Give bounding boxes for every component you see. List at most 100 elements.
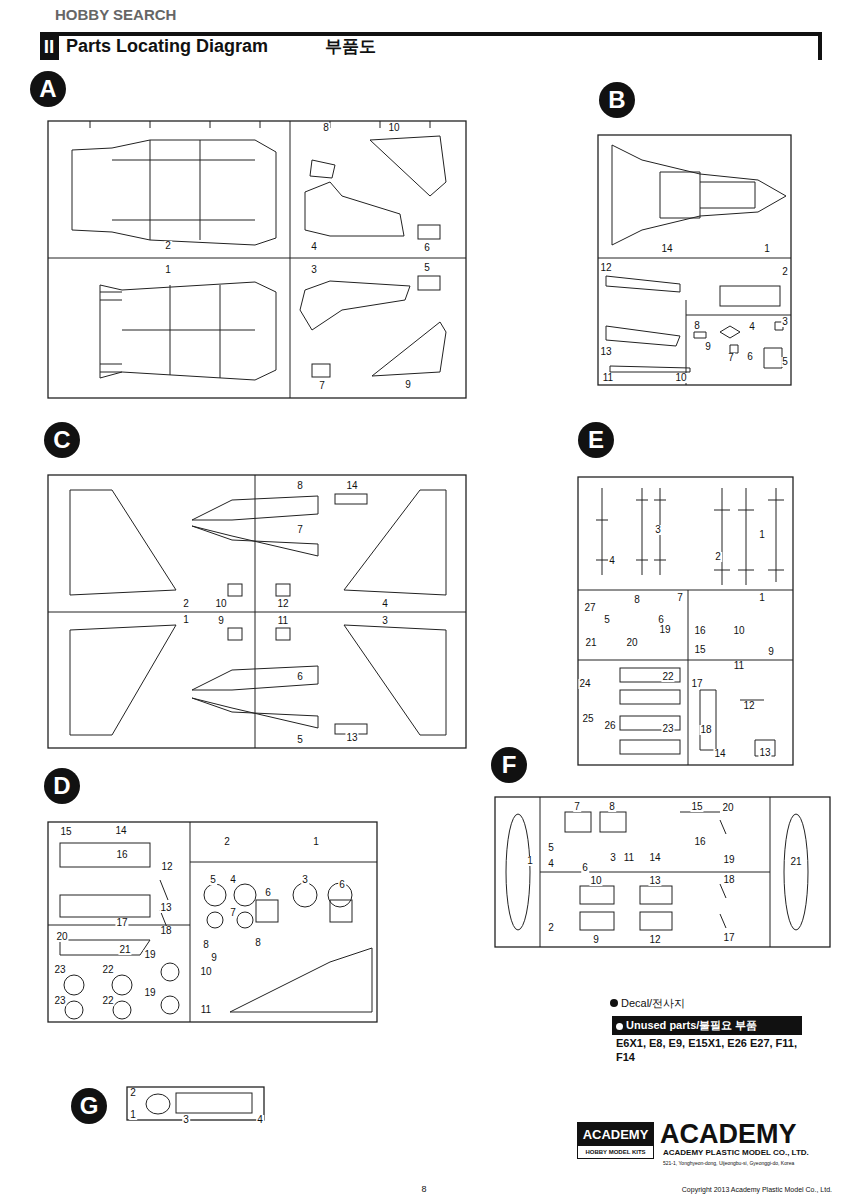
callout-number: 2 xyxy=(547,923,555,933)
callout-number: 2 xyxy=(164,241,172,251)
callout-number: 15 xyxy=(690,802,703,812)
callout-number: 14 xyxy=(660,244,673,254)
callout-number: 14 xyxy=(713,749,726,759)
callout-number: 9 xyxy=(210,953,218,963)
callout-number: 11 xyxy=(733,661,745,671)
label-text: 부품도 xyxy=(325,38,376,55)
callout-number: 22 xyxy=(101,965,114,975)
callout-number: 6 xyxy=(338,880,346,890)
callout-number: 10 xyxy=(387,123,400,133)
callout-number: 8 xyxy=(296,481,304,491)
callout-number: 9 xyxy=(767,647,775,657)
callout-number: 10 xyxy=(199,967,212,977)
callout-number: 6 xyxy=(264,888,272,898)
callout-number: 12 xyxy=(276,599,289,609)
callout-number: 17 xyxy=(115,918,128,928)
callout-number: 1 xyxy=(164,265,172,275)
callout-number: 21 xyxy=(789,857,802,867)
callout-number: 1 xyxy=(526,856,534,866)
callout-number: 5 xyxy=(547,843,555,853)
sprue-letter: B xyxy=(599,82,635,118)
brand-name: ACADEMY xyxy=(578,1123,653,1146)
callout-number: 3 xyxy=(381,616,389,626)
callout-number: 10 xyxy=(589,876,602,886)
callout-number: 13 xyxy=(648,876,661,886)
sprue-letter-text: F xyxy=(502,751,517,779)
callout-number: 10 xyxy=(732,626,745,636)
callout-number: 11 xyxy=(602,373,614,383)
callout-number: 13 xyxy=(345,733,358,743)
callout-number: 2 xyxy=(781,267,789,277)
callout-number: 3 xyxy=(182,1115,190,1125)
callout-number: 8 xyxy=(254,938,262,948)
callout-number: 13 xyxy=(758,748,771,758)
callout-number: 1 xyxy=(312,837,320,847)
callout-number: 18 xyxy=(699,725,712,735)
callout-number: 11 xyxy=(277,616,289,626)
callout-number: 7 xyxy=(229,908,237,918)
unused-parts-heading: Unused parts/불필요 부품 xyxy=(626,1019,757,1031)
callout-number: 15 xyxy=(59,827,72,837)
callout-number: 27 xyxy=(583,603,596,613)
sprue-letter-text: E xyxy=(588,426,604,454)
callout-number: 16 xyxy=(115,850,128,860)
callout-number: 11 xyxy=(623,853,635,863)
callout-number: 15 xyxy=(693,645,706,655)
brand-tagline: HOBBY MODEL KITS xyxy=(578,1146,653,1158)
callout-number: 16 xyxy=(693,837,706,847)
callout-number: 4 xyxy=(256,1115,264,1125)
callout-number: 13 xyxy=(159,903,172,913)
callout-number: 7 xyxy=(573,802,581,812)
callout-number: 12 xyxy=(648,935,661,945)
sprue-letter-text: B xyxy=(608,86,625,114)
callout-number: 1 xyxy=(758,530,766,540)
callout-number: 5 xyxy=(296,735,304,745)
callout-number: 24 xyxy=(578,679,591,689)
callout-number: 7 xyxy=(296,525,304,535)
callout-number: 4 xyxy=(229,875,237,885)
callout-number: 5 xyxy=(423,263,431,273)
callout-number: 21 xyxy=(584,638,597,648)
callout-number: 12 xyxy=(599,263,612,273)
callout-number: 1 xyxy=(763,244,771,254)
callout-number: 3 xyxy=(310,265,318,275)
callout-number: 11 xyxy=(200,1005,212,1015)
callout-number: 1 xyxy=(758,593,766,603)
callout-number: 23 xyxy=(661,724,674,734)
callout-number: 8 xyxy=(322,123,330,133)
callout-number: 26 xyxy=(603,721,616,731)
callout-number: 18 xyxy=(159,926,172,936)
callout-number: 2 xyxy=(223,837,231,847)
label-text: II xyxy=(44,37,55,56)
callout-number: 3 xyxy=(654,525,662,535)
callout-number: 6 xyxy=(746,352,754,362)
callout-number: 4 xyxy=(547,859,555,869)
callout-number: 20 xyxy=(721,803,734,813)
sprue-letter: A xyxy=(30,71,66,107)
callout-number: 17 xyxy=(690,679,703,689)
callout-number: 7 xyxy=(727,353,735,363)
callout-number: 19 xyxy=(722,855,735,865)
callout-number: 10 xyxy=(674,373,687,383)
sprue-letter: F xyxy=(491,747,527,783)
callout-number: 3 xyxy=(609,853,617,863)
label-text: ACADEMY xyxy=(660,1121,797,1148)
callout-number: 9 xyxy=(592,935,600,945)
callout-number: 9 xyxy=(404,380,412,390)
callout-number: 12 xyxy=(742,701,755,711)
unused-parts-box: Unused parts/불필요 부품E6X1, E8, E9, E15X1, … xyxy=(612,1016,802,1067)
callout-number: 8 xyxy=(693,321,701,331)
callout-number: 13 xyxy=(599,347,612,357)
sprue-letter-text: A xyxy=(39,75,56,103)
callout-number: 9 xyxy=(217,616,225,626)
callout-number: 20 xyxy=(625,638,638,648)
callout-number: 19 xyxy=(658,625,671,635)
callout-number: 1 xyxy=(182,615,190,625)
label-text: Copyright 2013 Academy Plastic Model Co.… xyxy=(682,1186,832,1193)
sprue-letter: C xyxy=(44,422,80,458)
callout-number: 8 xyxy=(633,595,641,605)
callout-number: 19 xyxy=(143,950,156,960)
label-text: ACADEMY PLASTIC MODEL CO., LTD. xyxy=(663,1149,809,1157)
callout-number: 6 xyxy=(581,863,589,873)
callout-number: 2 xyxy=(129,1088,137,1098)
